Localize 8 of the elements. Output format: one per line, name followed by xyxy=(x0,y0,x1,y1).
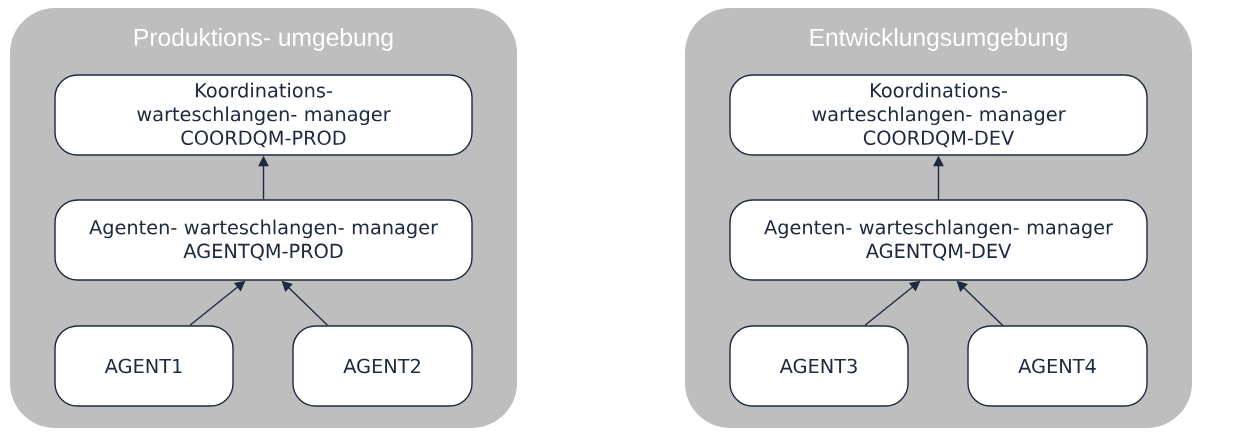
queue-manager-box: Agenten- warteschlangen- manager AGENTQM-DEV xyxy=(729,199,1148,281)
queue-manager-box: AGENT4 xyxy=(967,325,1148,407)
queue-manager-box: AGENT1 xyxy=(54,325,234,407)
queue-manager-box: Agenten- warteschlangen- manager AGENTQM-PROD xyxy=(54,199,473,281)
queue-manager-box: Koordinations- warteschlangen- manager COORDQM-DEV xyxy=(729,74,1148,156)
queue-manager-box: Koordinations- warteschlangen- manager COORDQM-PROD xyxy=(54,74,473,156)
queue-manager-box: AGENT2 xyxy=(292,325,473,407)
queue-manager-box: AGENT3 xyxy=(729,325,909,407)
